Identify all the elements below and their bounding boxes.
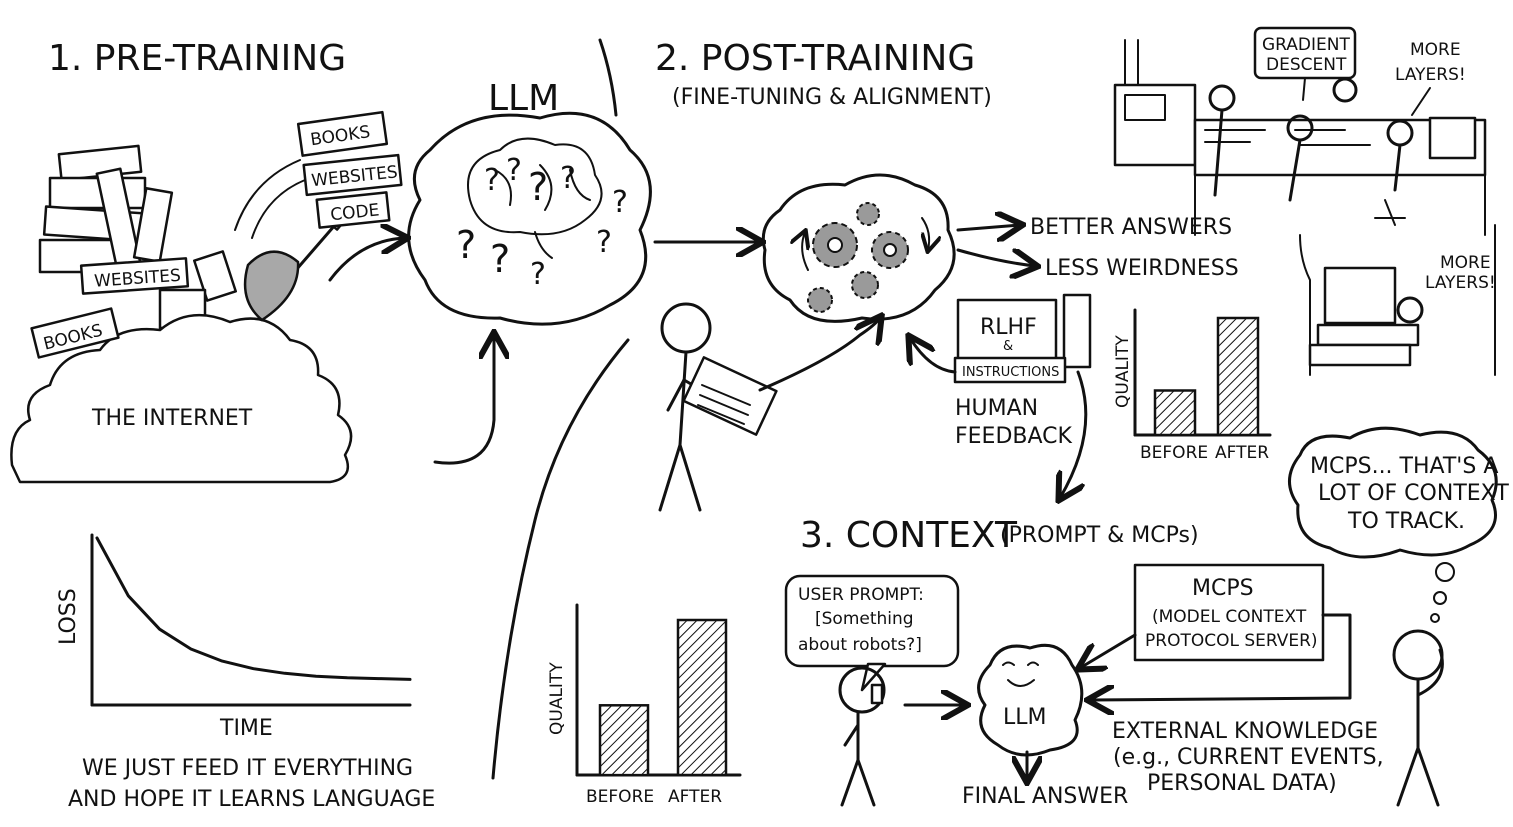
- llm-cloud: [407, 111, 652, 326]
- user-prompt-bubble: USER PROMPT: [Something about robots?]: [784, 574, 960, 692]
- quality-post-ylabel: QUALITY: [1113, 335, 1133, 408]
- llm-label: LLM: [488, 78, 559, 119]
- mcps-line2: PROTOCOL SERVER): [1145, 631, 1318, 651]
- feedback-to-context-arrow: [1060, 370, 1088, 498]
- svg-text:?: ?: [506, 153, 522, 188]
- loss-xlabel: TIME: [219, 716, 273, 741]
- llm-smile-icon: [1002, 661, 1039, 687]
- mcps-line1: (MODEL CONTEXT: [1152, 607, 1307, 627]
- more-layers-1-line1: MORE: [1410, 40, 1461, 60]
- gradient-descent-line2: DESCENT: [1266, 55, 1347, 75]
- gears-cycle-arrow-right: [922, 217, 929, 250]
- less-weirdness-arrow: [956, 250, 1035, 266]
- quality-main-xlabel-before: BEFORE: [586, 787, 654, 807]
- svg-text:?: ?: [528, 165, 548, 209]
- external-line1: EXTERNAL KNOWLEDGE: [1112, 719, 1378, 744]
- gears-cycle-arrow-left: [802, 232, 808, 271]
- internet-to-llm-arrow: [433, 335, 494, 465]
- thought-line2: LOT OF CONTEXT: [1318, 481, 1509, 506]
- mcps-box: MCPS (MODEL CONTEXT PROTOCOL SERVER): [1133, 563, 1325, 662]
- thought-cloud: [1288, 426, 1498, 559]
- mcps-to-llm-arrow: [1080, 633, 1137, 668]
- quality-main-ylabel: QUALITY: [547, 662, 567, 735]
- brain-icon: [467, 137, 603, 259]
- quality-chart-main: QUALITY BEFORE AFTER: [547, 603, 742, 807]
- quality-post-bar-before: [1153, 389, 1197, 437]
- sign-websites: WEBSITES: [79, 257, 190, 295]
- thinking-person: [1392, 629, 1444, 807]
- clipboard-to-gears-arrow: [758, 318, 880, 392]
- human-feedback-line2: FEEDBACK: [955, 424, 1073, 449]
- quality-chart-post: QUALITY BEFORE AFTER: [1113, 308, 1272, 463]
- svg-text:?: ?: [484, 163, 500, 198]
- svg-text:?: ?: [490, 237, 510, 281]
- quality-post-xlabel-before: BEFORE: [1140, 443, 1208, 463]
- context-llm-label: LLM: [1003, 705, 1047, 730]
- toss-arc-1: [234, 159, 301, 231]
- gear-icons: [807, 202, 909, 313]
- user-prompt-line3: about robots?]: [798, 635, 922, 655]
- divider-left-lower: [491, 338, 630, 780]
- internet-heap: [10, 313, 353, 484]
- gears-cloud: [761, 173, 956, 323]
- rlhf-amp: &: [1003, 339, 1013, 354]
- less-weirdness-label: LESS WEIRDNESS: [1045, 256, 1239, 281]
- rlhf-computer: RLHF & INSTRUCTIONS: [953, 293, 1092, 384]
- pretraining-title: 1. PRE-TRAINING: [48, 38, 346, 79]
- user-prompt-line2: [Something: [815, 609, 914, 629]
- loss-curve: [95, 536, 412, 681]
- shovel-to-llm-arrow: [328, 238, 405, 282]
- svg-text:?: ?: [456, 223, 476, 267]
- loss-ylabel: LOSS: [56, 588, 81, 645]
- user-prompt-line1: USER PROMPT:: [798, 585, 924, 605]
- svg-text:?: ?: [612, 185, 628, 220]
- better-answers-arrow: [956, 225, 1020, 230]
- rlhf-instructions: INSTRUCTIONS: [962, 365, 1059, 380]
- posttraining-subtitle: (FINE-TUNING & ALIGNMENT): [672, 85, 992, 110]
- external-line2: (e.g., CURRENT EVENTS,: [1113, 745, 1384, 770]
- rlhf-to-gears-arrow: [910, 338, 957, 374]
- more-layers-2-line2: LAYERS!: [1425, 273, 1496, 293]
- book-stack: [38, 144, 238, 330]
- thought-bubbles: [1430, 562, 1455, 623]
- external-knowledge-arrow: [1090, 613, 1352, 700]
- toss-arc-2: [251, 179, 306, 239]
- clipboard-person: [658, 302, 778, 512]
- human-feedback-line1: HUMAN: [955, 396, 1038, 421]
- shovel-payload: BOOKS WEBSITES CODE: [296, 110, 403, 229]
- more-layers-2-line1: MORE: [1440, 253, 1491, 273]
- better-answers-label: BETTER ANSWERS: [1030, 215, 1232, 240]
- context-title: 3. CONTEXT: [800, 515, 1018, 556]
- mcps-title: MCPS: [1192, 576, 1254, 601]
- question-marks: ?? ?? ?? ???: [456, 153, 628, 292]
- quality-main-bar-before: [598, 704, 650, 777]
- context-llm-blob: [977, 643, 1084, 757]
- control-room: GRADIENT DESCENT MORE LAYERS! MORE LAYER…: [1113, 26, 1496, 376]
- loss-chart: LOSS TIME: [56, 533, 412, 741]
- quality-post-bar-after: [1216, 316, 1260, 437]
- quality-post-xlabel-after: AFTER: [1215, 443, 1269, 463]
- rlhf-label: RLHF: [980, 315, 1037, 340]
- internet-label: THE INTERNET: [91, 406, 253, 431]
- thought-line3: TO TRACK.: [1347, 509, 1465, 534]
- svg-text:?: ?: [530, 257, 546, 292]
- more-layers-1-line2: LAYERS!: [1395, 65, 1466, 85]
- gradient-descent-line1: GRADIENT: [1262, 35, 1350, 55]
- pretraining-caption-line1: WE JUST FEED IT EVERYTHING: [82, 756, 413, 781]
- phone-person: [838, 666, 886, 807]
- posttraining-title: 2. POST-TRAINING: [655, 38, 975, 79]
- divider-left-upper: [598, 38, 618, 117]
- quality-main-xlabel-after: AFTER: [668, 787, 722, 807]
- quality-main-bar-after: [676, 618, 728, 777]
- external-line3: PERSONAL DATA): [1147, 771, 1337, 796]
- final-answer-label: FINAL ANSWER: [962, 784, 1128, 809]
- svg-text:?: ?: [596, 225, 612, 260]
- svg-text:?: ?: [560, 161, 576, 196]
- thought-line1: MCPS... THAT'S A: [1310, 454, 1498, 479]
- pretraining-caption-line2: AND HOPE IT LEARNS LANGUAGE: [68, 787, 435, 812]
- context-subtitle: (PROMPT & MCPs): [1000, 523, 1199, 548]
